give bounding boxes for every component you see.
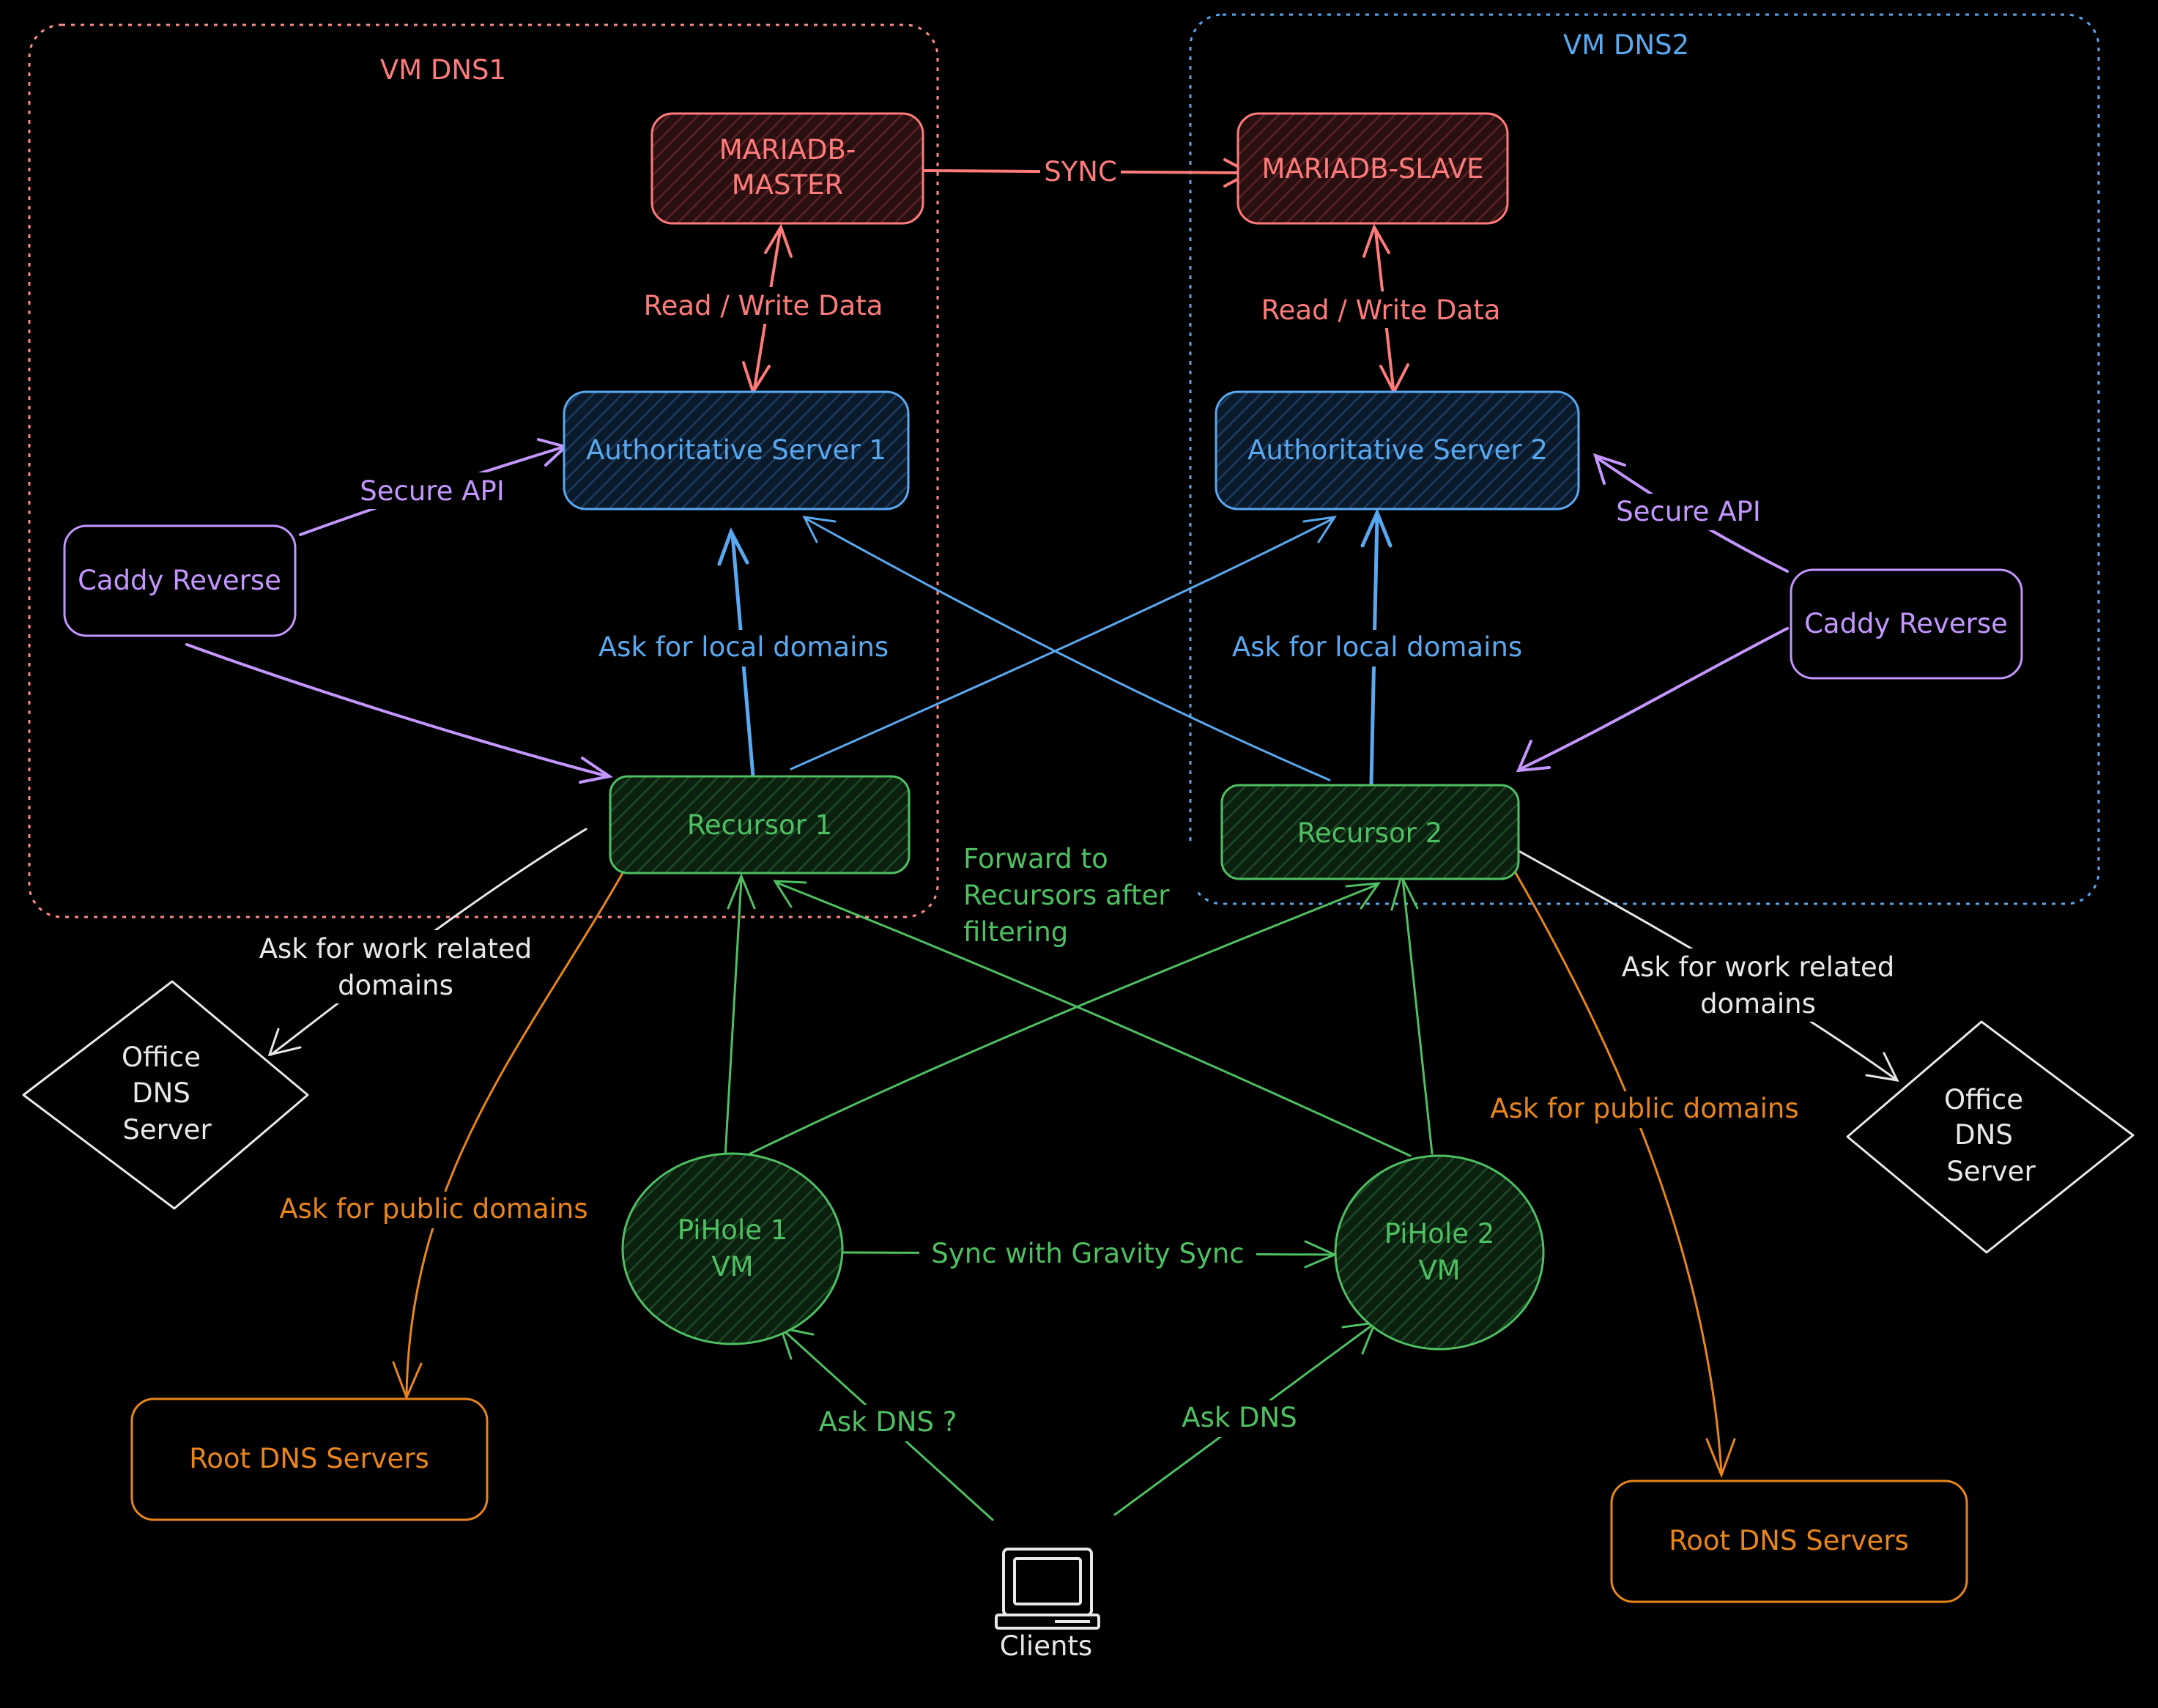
computer-icon	[995, 1548, 1100, 1630]
edge-public-2-label: Ask for public domains	[1490, 1093, 1798, 1124]
group-vm-dns1-label: VM DNS1	[380, 54, 506, 86]
edge-work-2-label-line2: domains	[1700, 988, 1816, 1020]
edge-work-2-label-line1: Ask for work related	[1622, 951, 1895, 983]
group-vm-dns2-label: VM DNS2	[1563, 29, 1689, 61]
edge-read-write-2-label: Read / Write Data	[1261, 294, 1501, 326]
node-clients[interactable]: Clients	[995, 1548, 1100, 1662]
node-pihole-2[interactable]: PiHole 2 VM	[1334, 1154, 1545, 1351]
node-mariadb-master-line2: MASTER	[732, 169, 843, 201]
edge-public-1	[392, 872, 624, 1400]
node-office-dns-server-2-line2: DNS	[1954, 1119, 2013, 1151]
edge-caddy1-recursor1	[185, 643, 614, 784]
node-recursor-1[interactable]: Recursor 1	[609, 775, 911, 875]
node-office-dns-server-1-line2: DNS	[132, 1077, 190, 1109]
node-office-dns-server-2-line3: Server	[1946, 1156, 2036, 1187]
edge-work-1-label-line2: domains	[338, 970, 453, 1001]
node-authoritative-server-2-label: Authoritative Server 2	[1247, 434, 1548, 466]
edge-gravity-sync-label: Sync with Gravity Sync	[931, 1238, 1244, 1269]
node-authoritative-server-1[interactable]: Authoritative Server 1	[563, 390, 910, 510]
node-caddy-reverse-1-label: Caddy Reverse	[78, 565, 281, 596]
edge-ask-dns-2-label: Ask DNS	[1182, 1402, 1297, 1433]
edge-local-1-label: Ask for local domains	[598, 631, 889, 663]
edge-secure-api-2-label: Secure API	[1616, 496, 1761, 527]
node-caddy-reverse-2-label: Caddy Reverse	[1804, 608, 2008, 639]
node-office-dns-server-1-line3: Server	[122, 1114, 212, 1146]
node-clients-label: Clients	[1000, 1630, 1092, 1662]
node-recursor-1-label: Recursor 1	[687, 809, 832, 841]
node-pihole-1[interactable]: PiHole 1 VM	[621, 1152, 844, 1345]
edge-recursor1-auth2	[790, 516, 1338, 771]
edge-pihole2-recursor2	[1390, 872, 1434, 1155]
node-caddy-reverse-2[interactable]: Caddy Reverse	[1790, 568, 2023, 680]
node-office-dns-server-2[interactable]: Office DNS Server	[1846, 1020, 2135, 1254]
edge-public-1-label: Ask for public domains	[279, 1193, 587, 1225]
edge-pihole1-recursor2	[738, 882, 1382, 1160]
edge-read-write-1-label: Read / Write Data	[644, 290, 883, 322]
group-vm-dns1	[28, 23, 939, 918]
edge-forward-label-line3: filtering	[963, 916, 1068, 948]
node-pihole-2-line1: PiHole 2	[1384, 1218, 1495, 1250]
edge-local-2-label: Ask for local domains	[1232, 631, 1522, 663]
node-root-dns-servers-2-label: Root DNS Servers	[1669, 1525, 1909, 1556]
node-office-dns-server-2-line1: Office	[1944, 1084, 2023, 1115]
edge-caddy2-recursor2	[1516, 627, 1789, 773]
node-root-dns-servers-1-label: Root DNS Servers	[189, 1443, 429, 1474]
node-office-dns-server-1[interactable]: Office DNS Server	[22, 980, 309, 1210]
node-root-dns-servers-2[interactable]: Root DNS Servers	[1610, 1479, 1968, 1603]
node-office-dns-server-1-line1: Office	[122, 1041, 201, 1073]
node-mariadb-master-line1: MARIADB-	[719, 134, 856, 166]
edge-recursor2-auth1	[802, 516, 1331, 781]
node-mariadb-master[interactable]: MARIADB- MASTER	[650, 112, 924, 225]
node-authoritative-server-2[interactable]: Authoritative Server 2	[1215, 390, 1580, 510]
node-recursor-2-label: Recursor 2	[1297, 817, 1442, 849]
node-mariadb-slave-label: MARIADB-SLAVE	[1262, 153, 1484, 185]
node-authoritative-server-1-label: Authoritative Server 1	[586, 434, 886, 466]
node-recursor-2[interactable]: Recursor 2	[1220, 784, 1520, 880]
edge-forward-label-line1: Forward to	[963, 843, 1108, 875]
edge-ask-dns-1-label: Ask DNS ?	[819, 1406, 957, 1438]
edge-sync-label: SYNC	[1044, 156, 1117, 187]
node-pihole-2-line2: VM	[1418, 1255, 1460, 1286]
edge-work-1-label-line1: Ask for work related	[259, 933, 533, 965]
edge-pihole2-recursor1	[773, 880, 1412, 1157]
edge-public-2	[1513, 870, 1736, 1479]
edge-secure-api-1-label: Secure API	[360, 475, 505, 507]
group-vm-dns2	[1189, 13, 2100, 905]
edge-pihole1-recursor1	[724, 873, 756, 1159]
node-root-dns-servers-1[interactable]: Root DNS Servers	[130, 1397, 489, 1521]
node-caddy-reverse-1[interactable]: Caddy Reverse	[63, 524, 297, 637]
node-mariadb-slave[interactable]: MARIADB-SLAVE	[1236, 112, 1509, 225]
node-pihole-1-line2: VM	[711, 1251, 753, 1282]
edge-forward-label-line2: Recursors after	[963, 880, 1170, 911]
node-pihole-1-line1: PiHole 1	[678, 1214, 788, 1246]
